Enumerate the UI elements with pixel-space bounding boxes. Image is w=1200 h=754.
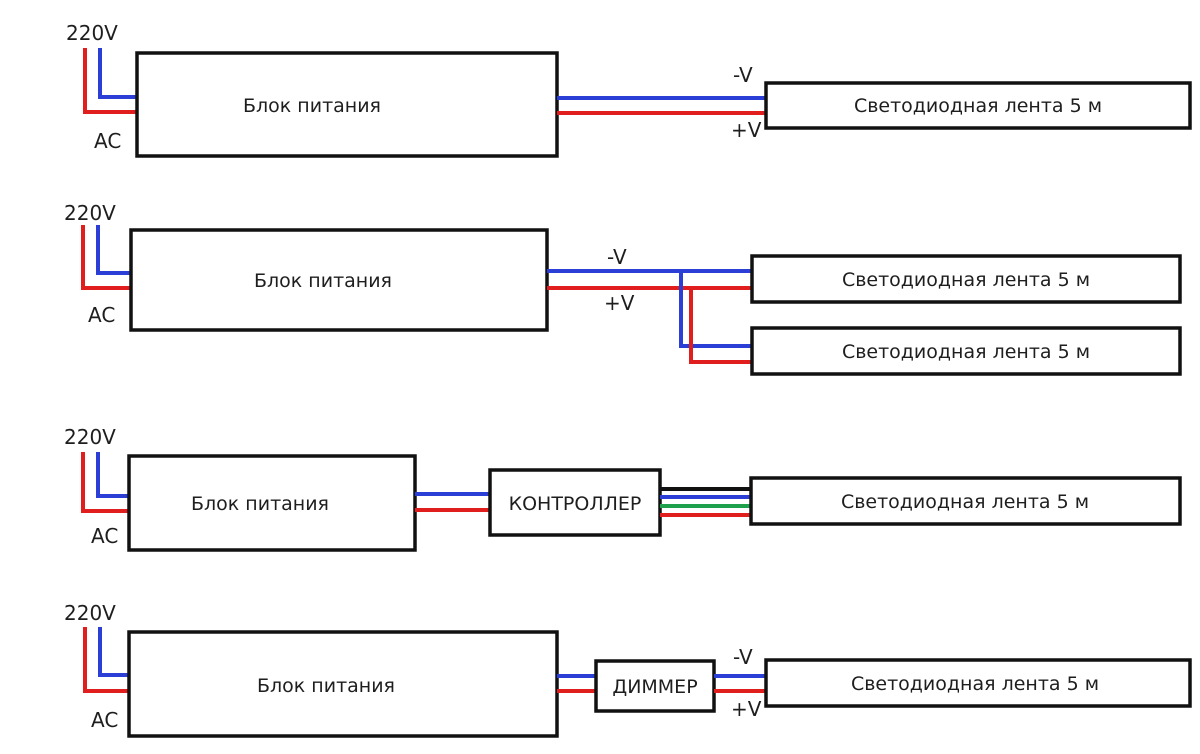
- power-supply-label: Блок питания: [254, 270, 392, 292]
- led-strip-box: [764, 81, 1192, 130]
- ac-label: AC: [91, 524, 118, 548]
- led-strip-label: Светодиодная лента 5 м: [854, 95, 1102, 117]
- plus-v-label: +V: [604, 291, 635, 315]
- ac-wire-live: [83, 48, 137, 114]
- power-supply-box: [135, 51, 559, 158]
- diagram-2: 220V AC Блок питания -V +V Светодиодная …: [64, 201, 1182, 376]
- diagram-3: 220V AC Блок питания КОНТРОЛЛЕР Светодио…: [64, 425, 1182, 552]
- controller-box: [488, 468, 662, 537]
- ac-wire-neutral: [98, 48, 137, 99]
- plus-v-label: +V: [731, 118, 762, 142]
- led-strip-label: Светодиодная лента 5 м: [841, 491, 1089, 513]
- ac-wire-neutral: [98, 627, 129, 677]
- led-strip-box-1: [750, 254, 1182, 304]
- diagram-4: 220V AC Блок питания ДИММЕР -V +V Светод…: [64, 601, 1192, 738]
- diagram-1: 220V AC Блок питания -V +V Светодиодная …: [66, 21, 1192, 158]
- plus-v-label: +V: [731, 697, 762, 721]
- dimmer-box: [594, 659, 716, 713]
- power-supply-label: Блок питания: [243, 95, 381, 117]
- ac-wire-neutral: [96, 452, 129, 498]
- led-strip-box: [749, 476, 1182, 526]
- ac-wire-neutral: [96, 225, 131, 275]
- ac-label: AC: [91, 708, 118, 732]
- ac-label: AC: [88, 303, 115, 327]
- ac-label: AC: [94, 129, 121, 153]
- controller-label: КОНТРОЛЛЕР: [509, 493, 642, 515]
- ac-voltage-label: 220V: [64, 425, 116, 449]
- power-supply-box: [129, 228, 549, 332]
- power-supply-label: Блок питания: [257, 675, 395, 697]
- led-strip-box: [764, 658, 1192, 708]
- led-strip-label-1: Светодиодная лента 5 м: [842, 269, 1090, 291]
- led-strip-label-2: Светодиодная лента 5 м: [842, 341, 1090, 363]
- ac-wire-live: [81, 452, 129, 513]
- ac-voltage-label: 220V: [66, 21, 118, 45]
- ac-wire-live: [81, 225, 131, 290]
- ac-voltage-label: 220V: [64, 601, 116, 625]
- wire-positive-branch: [689, 288, 752, 364]
- power-supply-label: Блок питания: [191, 493, 329, 515]
- ac-wire-live: [83, 627, 129, 693]
- led-strip-box-2: [750, 326, 1182, 376]
- power-supply-box: [127, 454, 417, 552]
- wire-negative-branch: [679, 271, 752, 348]
- ac-voltage-label: 220V: [64, 201, 116, 225]
- minus-v-label: -V: [733, 63, 753, 87]
- led-strip-label: Светодиодная лента 5 м: [851, 673, 1099, 695]
- dimmer-label: ДИММЕР: [612, 676, 697, 698]
- minus-v-label: -V: [733, 645, 753, 669]
- power-supply-box: [127, 630, 559, 738]
- minus-v-label: -V: [607, 245, 627, 269]
